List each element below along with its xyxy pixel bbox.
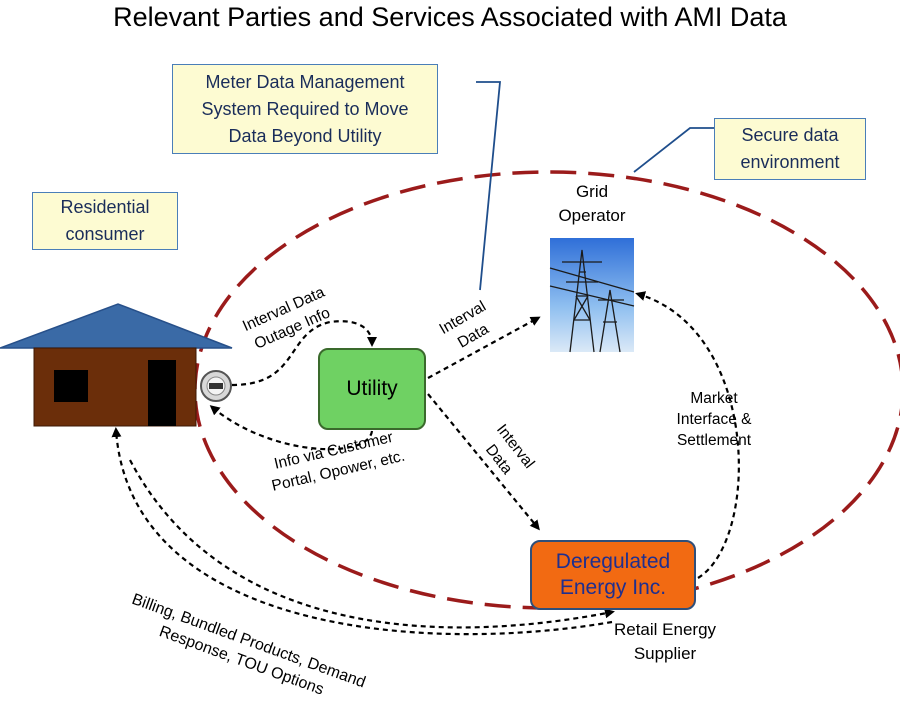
dereg-line-1: Deregulated: [555, 550, 671, 573]
retail-supplier-line-2: Supplier: [633, 644, 697, 663]
mdms-connector-line: [476, 81, 501, 291]
utility-to-meter-arrow: [209, 405, 374, 451]
utility-label: Utility: [346, 377, 398, 400]
secure-connector-line: [633, 127, 714, 173]
deregulated-energy-node: Deregulated Energy Inc.: [530, 540, 696, 610]
utility-to-dereg-arrow: [427, 393, 540, 531]
mdms-callout-line-3: Data Beyond Utility: [228, 125, 382, 146]
mdms-callout-line-2: System Required to Move: [201, 98, 409, 119]
secure-environment-callout: Secure data environment: [714, 118, 866, 180]
residential-consumer-callout: Residential consumer: [32, 192, 178, 250]
grid-operator-line-2: Operator: [558, 206, 626, 225]
grid-operator-label: Grid Operator: [540, 180, 644, 228]
mdms-callout-line-1: Meter Data Management: [205, 71, 405, 92]
market-line-3: Settlement: [676, 432, 752, 449]
diagram-title: Relevant Parties and Services Associated…: [113, 2, 787, 32]
house-to-dereg-arrow: [129, 459, 615, 629]
transmission-tower-icon: [549, 238, 635, 353]
utility-node: Utility: [318, 348, 426, 430]
residential-callout-line-1: Residential: [60, 197, 150, 217]
dereg-to-house-arrow: [111, 427, 613, 636]
meter-to-utility-arrow: [231, 320, 377, 387]
retail-supplier-line-1: Retail Energy: [613, 620, 717, 639]
smart-meter-icon: [200, 370, 232, 402]
grid-operator-line-1: Grid: [575, 182, 609, 201]
market-settlement-arrow: [635, 291, 740, 579]
secure-callout-line-1: Secure data: [741, 125, 839, 145]
residential-house-icon: [0, 303, 233, 427]
diagram-canvas: [0, 81, 900, 636]
mdms-callout: Meter Data Management System Required to…: [172, 64, 438, 154]
utility-to-grid-arrow: [427, 316, 541, 379]
dereg-line-2: Energy Inc.: [559, 576, 667, 599]
market-line-2: Interface &: [676, 411, 752, 428]
market-settlement-label: Market Interface & Settlement: [660, 388, 768, 451]
secure-callout-line-2: environment: [740, 152, 840, 172]
residential-callout-line-2: consumer: [65, 224, 145, 244]
market-line-1: Market: [690, 390, 738, 407]
retail-supplier-label: Retail Energy Supplier: [600, 618, 730, 666]
